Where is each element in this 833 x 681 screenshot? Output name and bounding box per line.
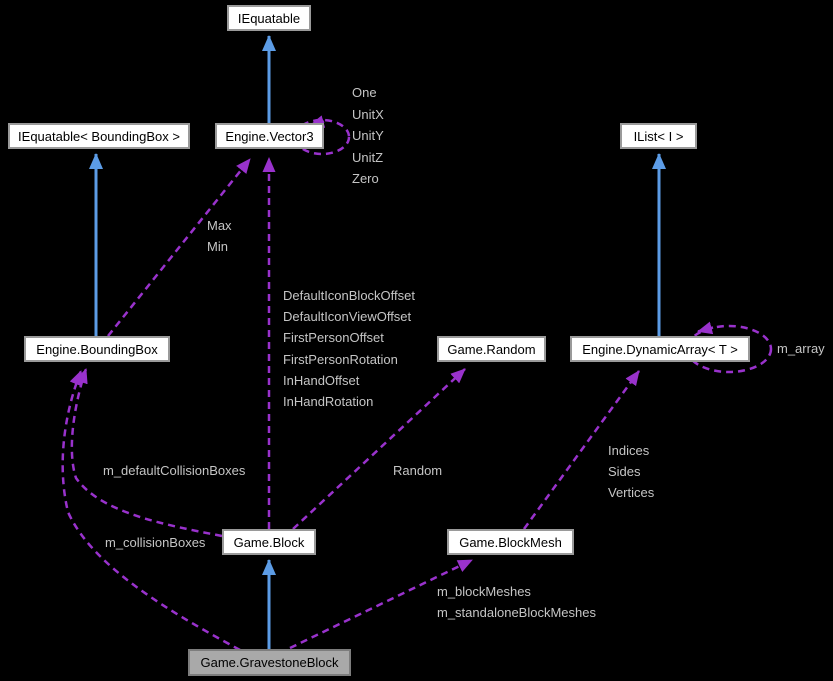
node-game-gravestoneblock: Game.GravestoneBlock [188,649,351,676]
edge-label-min: Min [207,239,228,254]
edge-label-unitz: UnitZ [352,150,384,165]
edge-label-firstpersonoffset: FirstPersonOffset [283,330,384,345]
edge-label-firstpersonrotation: FirstPersonRotation [283,352,398,367]
edge-dynamicarray-self-arrowhead [697,321,714,335]
edge-dynamicarray-self-loop [685,324,773,374]
edge-vector3-self-loop [293,118,351,156]
edge-label-zero: Zero [352,171,379,186]
node-engine-vector3[interactable]: Engine.Vector3 [215,123,324,149]
edge-label-random: Random [393,463,443,478]
edge-label-m-collisionboxes: m_collisionBoxes [105,535,206,550]
edge-label-m-standaloneblockmeshes: m_standaloneBlockMeshes [437,605,596,620]
node-iequatable-boundingbox[interactable]: IEquatable< BoundingBox > [8,123,190,149]
edge-label-indices: Indices [608,443,650,458]
edge-label-inhandoffset: InHandOffset [283,373,360,388]
edge-label-defaulticonblockoffset: DefaultIconBlockOffset [283,288,415,303]
edge-label-m-blockmeshes: m_blockMeshes [437,584,531,599]
edge-blockmesh-to-dynamicarray [522,370,641,530]
edge-label-unitx: UnitX [352,107,384,122]
edge-gravestoneblock-to-blockmesh [289,558,473,650]
edge-label-one: One [352,85,377,100]
edge-label-inhandrotation: InHandRotation [283,394,374,409]
node-ilist[interactable]: IList< I > [620,123,697,149]
node-game-block[interactable]: Game.Block [222,529,316,555]
edge-label-unity: UnitY [352,128,384,143]
edge-block-to-boundingbox [70,368,223,538]
edge-label-sides: Sides [608,464,641,479]
edge-gravestoneblock-to-boundingbox [61,370,241,652]
edge-block-to-random [292,368,466,530]
node-game-random[interactable]: Game.Random [437,336,546,362]
node-game-blockmesh[interactable]: Game.BlockMesh [447,529,574,555]
node-engine-boundingbox[interactable]: Engine.BoundingBox [24,336,170,362]
edge-label-m-array: m_array [777,341,825,356]
edge-label-m-defaultcollisionboxes: m_defaultCollisionBoxes [103,463,246,478]
edge-boundingbox-to-vector3 [107,158,251,337]
edge-label-vertices: Vertices [608,485,655,500]
edge-label-max: Max [207,218,232,233]
node-iequatable[interactable]: IEquatable [227,5,311,31]
node-engine-dynamicarray[interactable]: Engine.DynamicArray< T > [570,336,750,362]
edge-label-defaulticonviewoffset: DefaultIconViewOffset [283,309,412,324]
